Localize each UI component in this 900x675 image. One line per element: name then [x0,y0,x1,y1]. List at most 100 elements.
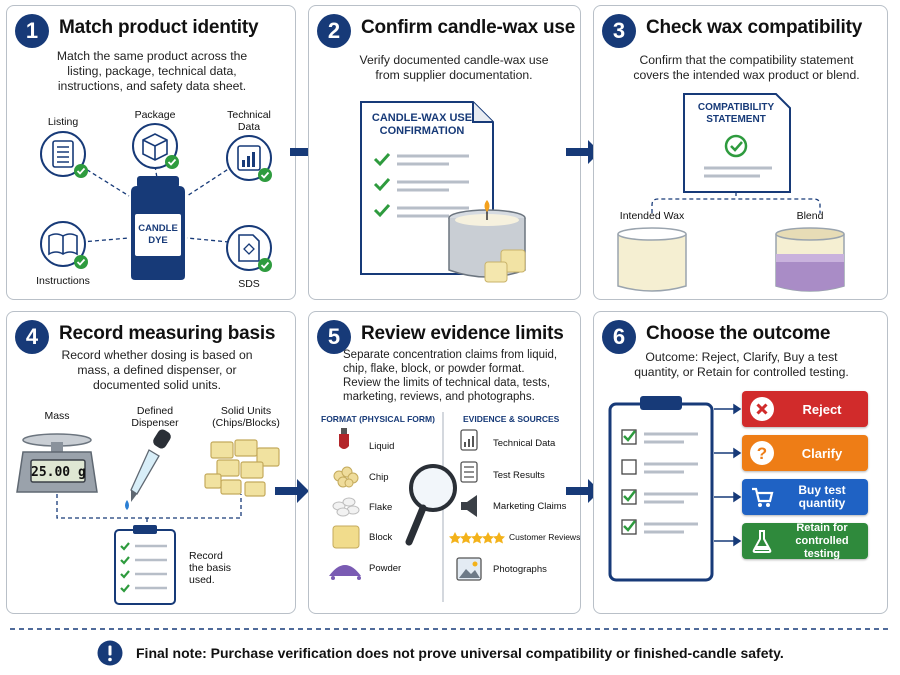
scale-icon [16,433,98,493]
record-clipboard-icon [114,525,176,605]
panel-description: Outcome: Reject, Clarify, Buy a test qua… [634,350,849,379]
block-icon [332,525,360,549]
label-package: Package [134,109,176,121]
panel-check-compatibility: 3 Check wax compatibility Confirm that t… [593,5,888,300]
instructions-book-icon [40,221,88,269]
x-circle-icon [750,397,774,421]
outcome-reject: Reject [742,391,868,427]
evidence-technical-data: Technical Data [493,438,556,449]
svg-text:?: ? [757,444,767,463]
sds-document-icon [226,225,272,272]
document-title: CANDLE-WAX USE CONFIRMATION [371,112,473,137]
package-icon [132,123,179,169]
outcome-buy-test: Buy test quantity [742,479,868,515]
star-rating-icon [449,532,505,544]
candle-tin-icon [448,200,526,283]
outcome-clarify-label: Clarify [801,445,843,461]
compatibility-document-title: COMPATIBILITY STATEMENT [697,102,775,125]
step-number-6: 6 [602,320,636,354]
format-chip: Chip [369,472,389,483]
chip-icon [333,466,359,488]
label-instructions: Instructions [36,275,90,287]
liquid-vial-icon [339,428,349,449]
flow-arrow-4 [566,479,600,503]
evidence-photographs: Photographs [493,564,547,575]
dropper-icon [125,429,171,510]
step-number-4: 4 [15,320,49,354]
panel-match-identity: 1 Match product identity Match the same … [6,5,296,300]
final-note: Final note: Purchase verification does n… [136,645,784,661]
label-blend: Blend [796,210,824,222]
step-number-1: 1 [15,14,49,48]
outcome-clarify: ? Clarify [742,435,868,471]
label-intended-wax: Intended Wax [619,210,685,222]
label-record-basis: Record the basis used. [189,550,232,586]
flow-arrow-3 [275,479,309,503]
format-powder: Powder [369,563,402,574]
label-sds: SDS [238,278,260,290]
panel-description: Verify documented candle-wax use from su… [359,53,549,82]
panel-title: Check wax compatibility [646,17,863,38]
panel-description: Record whether dosing is based on mass, … [61,348,253,392]
flow-arrow-2 [566,140,600,164]
panel-description: Separate concentration claims from liqui… [343,349,558,403]
evidence-marketing-claims: Marketing Claims [493,501,567,512]
solid-units-icon [204,439,280,497]
measuring-diagram [16,429,280,605]
flask-icon [752,530,772,553]
outcome-buy-test-label: Buy test quantity [798,483,846,510]
evidence-diagram [329,412,505,602]
footer-divider [10,628,890,630]
label-solid-units: Solid Units (Chips/Blocks) [212,405,280,429]
label-mass: Mass [44,410,70,422]
step-number-2: 2 [317,14,351,48]
panel-description: Confirm that the compatibility statement… [633,53,860,82]
format-header: FORMAT (PHYSICAL FORM) [321,414,435,424]
panel-measuring-basis: 4 Record measuring basis Record whether … [6,311,296,614]
label-listing: Listing [47,116,79,128]
evidence-customer-reviews: Customer Reviews [509,532,581,542]
exclamation-icon [97,640,123,666]
outcome-retain-label: Retain for controlled testing [795,521,849,560]
identity-diagram [40,123,272,280]
format-flake: Flake [369,502,393,513]
panel-title: Choose the outcome [646,323,831,344]
panel-choose-outcome: 6 Choose the outcome Outcome: Reject, Cl… [593,311,888,614]
flake-icon [332,497,360,517]
outcome-reject-label: Reject [802,401,842,417]
label-technical-data: Technical Data [227,109,271,133]
panel-evidence-limits: 5 Review evidence limits Separate concen… [308,311,581,614]
candle-dye-jar [131,176,185,280]
panel-title: Match product identity [59,17,259,38]
evidence-header: EVIDENCE & SOURCES [463,414,560,424]
outcome-clipboard [608,396,742,582]
panel-description: Match the same product across the listin… [56,49,248,93]
step-number-3: 3 [602,14,636,48]
intended-wax-glass [617,227,687,292]
evidence-test-results: Test Results [493,470,545,481]
megaphone-icon [461,495,477,517]
scale-reading: 25.00 g [31,465,86,480]
technical-data-icon [226,135,272,182]
outcome-retain: Retain for controlled testing [742,521,868,560]
panel-title: Confirm candle-wax use [361,17,576,38]
format-liquid: Liquid [369,441,395,452]
compatibility-diagram [617,93,845,292]
powder-icon [329,565,361,580]
question-circle-icon: ? [750,441,774,465]
photograph-icon [456,557,482,581]
magnifier-icon [405,464,457,546]
blend-glass [775,227,845,292]
jar-label: CANDLE DYE [138,223,178,246]
test-results-icon [460,461,478,483]
technical-data-doc-icon [460,429,478,451]
panel-title: Review evidence limits [361,323,564,344]
listing-icon [40,131,88,178]
panel-title: Record measuring basis [59,323,276,344]
step-number-5: 5 [317,320,351,354]
cart-icon [752,487,774,507]
panel-confirm-wax-use: 2 Confirm candle-wax use Verify document… [308,5,581,300]
confirmation-document [360,101,526,283]
format-block: Block [369,532,393,543]
label-defined-dispenser: Defined Dispenser [131,405,179,429]
